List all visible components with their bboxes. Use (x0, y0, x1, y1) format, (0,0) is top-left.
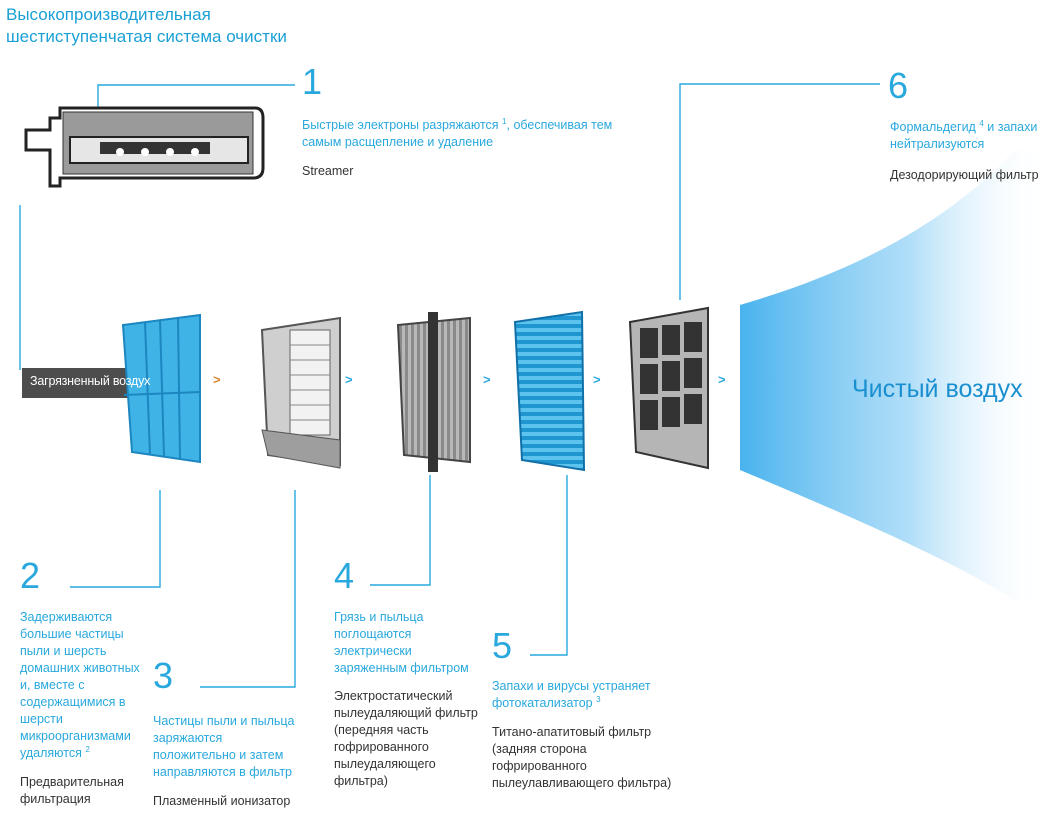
stage-1-description: Быстрые электроны разряжаются 1, обеспеч… (302, 117, 632, 151)
stage-6-number: 6 (888, 65, 909, 106)
stage-1-desc-a: Быстрые электроны разряжаются (302, 118, 503, 132)
stage-5-description: Запахи и вирусы устраняет фотокатализато… (492, 678, 682, 712)
stage-4-description: Грязь и пыльца поглощаются электрически … (334, 609, 484, 677)
stage-6-desc-b: и запахи (983, 120, 1038, 134)
connector-3 (200, 490, 296, 688)
flow-arrow-5: > (718, 372, 726, 387)
stage-2-name: Предварительная фильтрация (20, 774, 155, 808)
stage-5-desc-b: фотокатализатор (492, 696, 597, 710)
stage-4-name-line: гофрированного (334, 740, 429, 754)
stage-4-name-line: (передняя часть (334, 723, 429, 737)
titanium-apatite-filter-illustration (513, 310, 586, 472)
stage-2-desc-line: пыли и шерсть (20, 644, 107, 658)
stage-3-desc-line: заряжаются (153, 731, 223, 745)
stage-1-footnote: 1 (502, 116, 507, 126)
connector-4 (370, 475, 431, 586)
stage-6-desc-c: нейтрализуются (890, 137, 985, 151)
stage-3-number: 3 (153, 655, 174, 696)
stage-4-name-line: Электростатический (334, 689, 453, 703)
clean-air-label: Чистый воздух (852, 375, 1023, 403)
stage-5-name-line: гофрированного (492, 759, 587, 773)
stage-6-footnote: 4 (979, 118, 984, 128)
stage-5-number: 5 (492, 625, 513, 666)
pre-filter-illustration (121, 313, 201, 464)
stage-2-desc-line: и, вместе с (20, 678, 85, 692)
stage-2-desc-last: удаляются (20, 746, 86, 760)
stage-6-description: Формальдегид 4 и запахи нейтрализуются (890, 119, 1049, 153)
stage-4-desc-line: поглощаются (334, 627, 412, 641)
stage-5-name-line: (задняя сторона (492, 742, 587, 756)
deodorizing-filter-illustration (628, 306, 709, 470)
stage-1-name: Streamer (302, 164, 354, 178)
stage-5-name-line: Титано-апатитовый фильтр (492, 725, 652, 739)
dirty-air-label-box: Загрязненный воздух (22, 368, 150, 398)
stage-4-name-line: пылеудаляющего (334, 757, 436, 771)
stage-2-desc-line: домашних животных (20, 661, 140, 675)
stage-5-footnote: 3 (596, 694, 601, 704)
stage-2-desc-line: большие частицы (20, 627, 124, 641)
stage-3-description: Частицы пыли и пыльца заряжаются положит… (153, 713, 313, 781)
clean-air-plume (740, 150, 1049, 600)
stage-2-desc-line: содержащимися в (20, 695, 126, 709)
stage-4-desc-line: Грязь и пыльца (334, 610, 424, 624)
stage-4-number: 4 (334, 555, 355, 596)
stage-3-desc-line: направляются в фильтр (153, 765, 293, 779)
flow-arrow-3: > (483, 372, 491, 387)
dirty-air-arrow (22, 368, 150, 398)
stage-3-desc-line: Частицы пыли и пыльца (153, 714, 295, 728)
stage-2-footnote: 2 (85, 744, 90, 754)
electrostatic-filter-illustration (396, 312, 471, 472)
stage-2-name-line: Предварительная (20, 775, 124, 789)
stage-2-name-line: фильтрация (20, 792, 91, 806)
stage-2-number: 2 (20, 555, 41, 596)
title-line-2: шестиступенчатая система очистки (6, 27, 287, 46)
stage-5-name-line: пылеулавливающего фильтра) (492, 776, 672, 790)
connector-6 (679, 83, 880, 300)
stage-6-name: Дезодорирующий фильтр (890, 168, 1039, 182)
connector-5 (530, 475, 568, 656)
stage-3-desc-line: положительно и затем (153, 748, 284, 762)
stage-4-name-line: фильтра) (334, 774, 388, 788)
stage-6-desc-a: Формальдегид (890, 120, 980, 134)
stage-1-number: 1 (302, 61, 323, 102)
stage-4-name: Электростатический пылеудаляющий фильтр … (334, 688, 484, 790)
dirty-air-label: Загрязненный воздух (30, 374, 151, 388)
streamer-illustration (24, 106, 265, 188)
flow-arrow-2: > (345, 372, 353, 387)
stage-2-desc-line: микроорганизмами (20, 729, 131, 743)
plasma-ionizer-illustration (260, 316, 341, 469)
stage-4-name-line: пылеудаляющий фильтр (334, 706, 478, 720)
stage-1-desc-b: , обеспечивая тем самым расщепление и уд… (302, 118, 613, 149)
stage-5-desc-a: Запахи и вирусы устраняет (492, 679, 651, 693)
stage-2-description: Задерживаются большие частицы пыли и шер… (20, 609, 155, 762)
stage-4-desc-line: электрически (334, 644, 412, 658)
flow-arrow-1: > (213, 372, 221, 387)
stage-2-desc-line: Задерживаются (20, 610, 113, 624)
page-title: Высокопроизводительная шестиступенчатая … (6, 4, 386, 48)
connector-2 (70, 490, 161, 588)
title-line-1: Высокопроизводительная (6, 5, 211, 24)
stage-4-desc-line: заряженным фильтром (334, 661, 469, 675)
stage-3-name: Плазменный ионизатор (153, 794, 291, 808)
flow-arrow-4: > (593, 372, 601, 387)
stage-2-desc-line: шерсти (20, 712, 63, 726)
stage-5-name: Титано-апатитовый фильтр (задняя сторона… (492, 724, 692, 792)
